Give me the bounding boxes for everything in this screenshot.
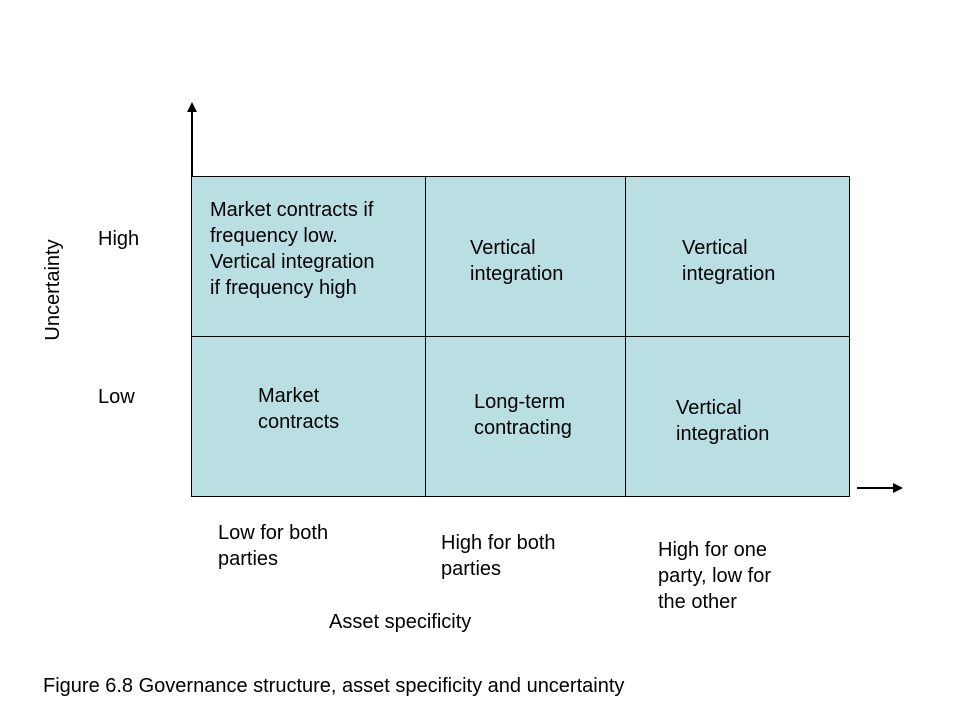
- cell-high-low-specificity: Market contracts if frequency low. Verti…: [191, 176, 426, 337]
- x-axis-line: [857, 487, 895, 489]
- cell-high-one-high-text: Vertical integration: [682, 237, 776, 285]
- figure-caption: Figure 6.8 Governance structure, asset s…: [43, 675, 625, 697]
- cell-high-both-high-text: Vertical integration: [470, 237, 564, 285]
- cell-low-one-high-text: Vertical integration: [676, 397, 770, 445]
- cell-high-one-high: Vertical integration: [625, 176, 850, 337]
- y-axis-arrow-icon: [187, 102, 197, 112]
- y-axis-title: Uncertainty: [42, 239, 64, 341]
- cell-low-low-specificity: Market contracts: [191, 336, 426, 497]
- cell-high-low-specificity-text: Market contracts if frequency low. Verti…: [210, 199, 375, 299]
- x-axis-title: Asset specificity: [329, 611, 472, 633]
- y-level-low: Low: [98, 386, 135, 408]
- cell-low-both-high-text: Long-term contracting: [474, 391, 572, 439]
- x-level-low-both: Low for both parties: [218, 522, 329, 570]
- x-level-high-one: High for one party, low for the other: [658, 539, 771, 613]
- y-level-high: High: [98, 228, 140, 250]
- cell-high-both-high: Vertical integration: [425, 176, 626, 337]
- cell-low-one-high: Vertical integration: [625, 336, 850, 497]
- cell-low-both-high: Long-term contracting: [425, 336, 626, 497]
- x-axis-arrow-icon: [893, 483, 903, 493]
- x-level-high-both: High for both parties: [441, 532, 556, 580]
- cell-low-low-specificity-text: Market contracts: [258, 385, 340, 433]
